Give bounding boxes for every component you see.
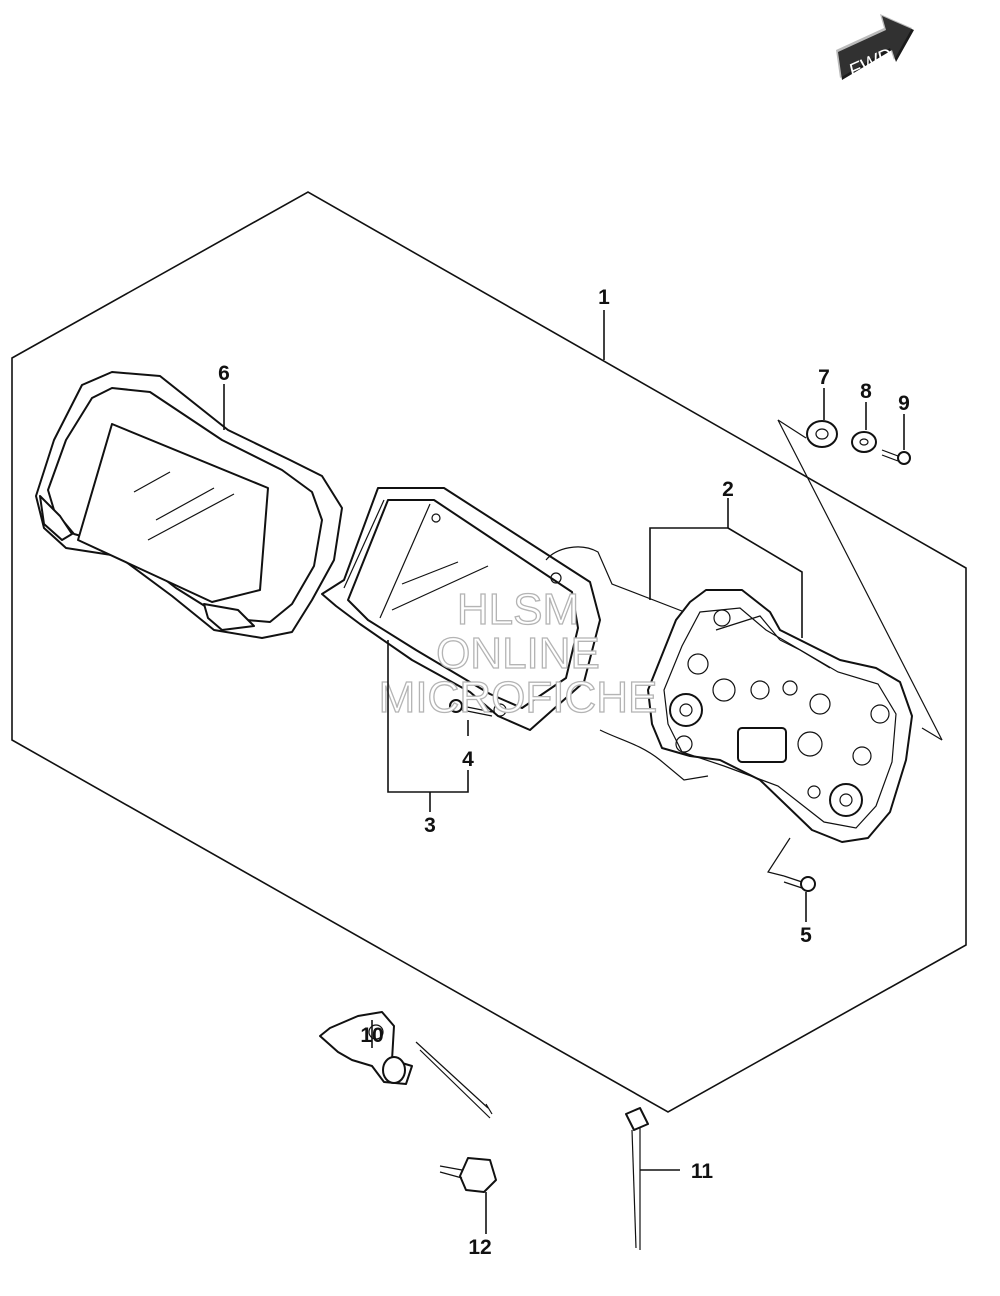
callout-9: 9 — [898, 392, 910, 415]
callout-4: 4 — [462, 748, 474, 771]
bracket-10-part — [319, 1011, 493, 1119]
watermark-line-1: HLSM — [457, 585, 579, 634]
callout-5: 5 — [800, 924, 812, 947]
callout-3: 3 — [424, 814, 436, 837]
callout-12: 12 — [468, 1236, 491, 1259]
watermark-line-2: ONLINE — [436, 629, 600, 678]
callout-1: 1 — [598, 286, 610, 309]
leader-3 — [387, 640, 469, 793]
grommet-7-part — [806, 420, 838, 448]
bolt-12-part — [439, 1157, 497, 1193]
wire-harness — [545, 546, 709, 781]
screw-5-part — [783, 875, 816, 892]
callout-10: 10 — [360, 1024, 383, 1047]
leader-2b — [727, 527, 803, 638]
meter-cover-part — [35, 371, 343, 639]
washer-8-part — [851, 431, 877, 453]
callout-8: 8 — [860, 380, 872, 403]
fwd-arrow-icon — [836, 14, 914, 80]
meter-case-part — [647, 589, 913, 843]
leader-2 — [649, 498, 729, 600]
callout-6: 6 — [218, 362, 230, 385]
callout-2: 2 — [722, 478, 734, 501]
screw-4-part — [449, 699, 493, 717]
assembly-boundary — [11, 191, 967, 1113]
sub-boundary-7-9 — [777, 419, 943, 741]
callout-11: 11 — [691, 1160, 714, 1183]
display-unit-part — [321, 487, 601, 731]
cable-tie-11-part — [625, 1107, 649, 1250]
watermark-line-3: MICROFICHE — [379, 673, 658, 722]
callout-7: 7 — [818, 366, 830, 389]
screw-9-part — [881, 449, 911, 465]
